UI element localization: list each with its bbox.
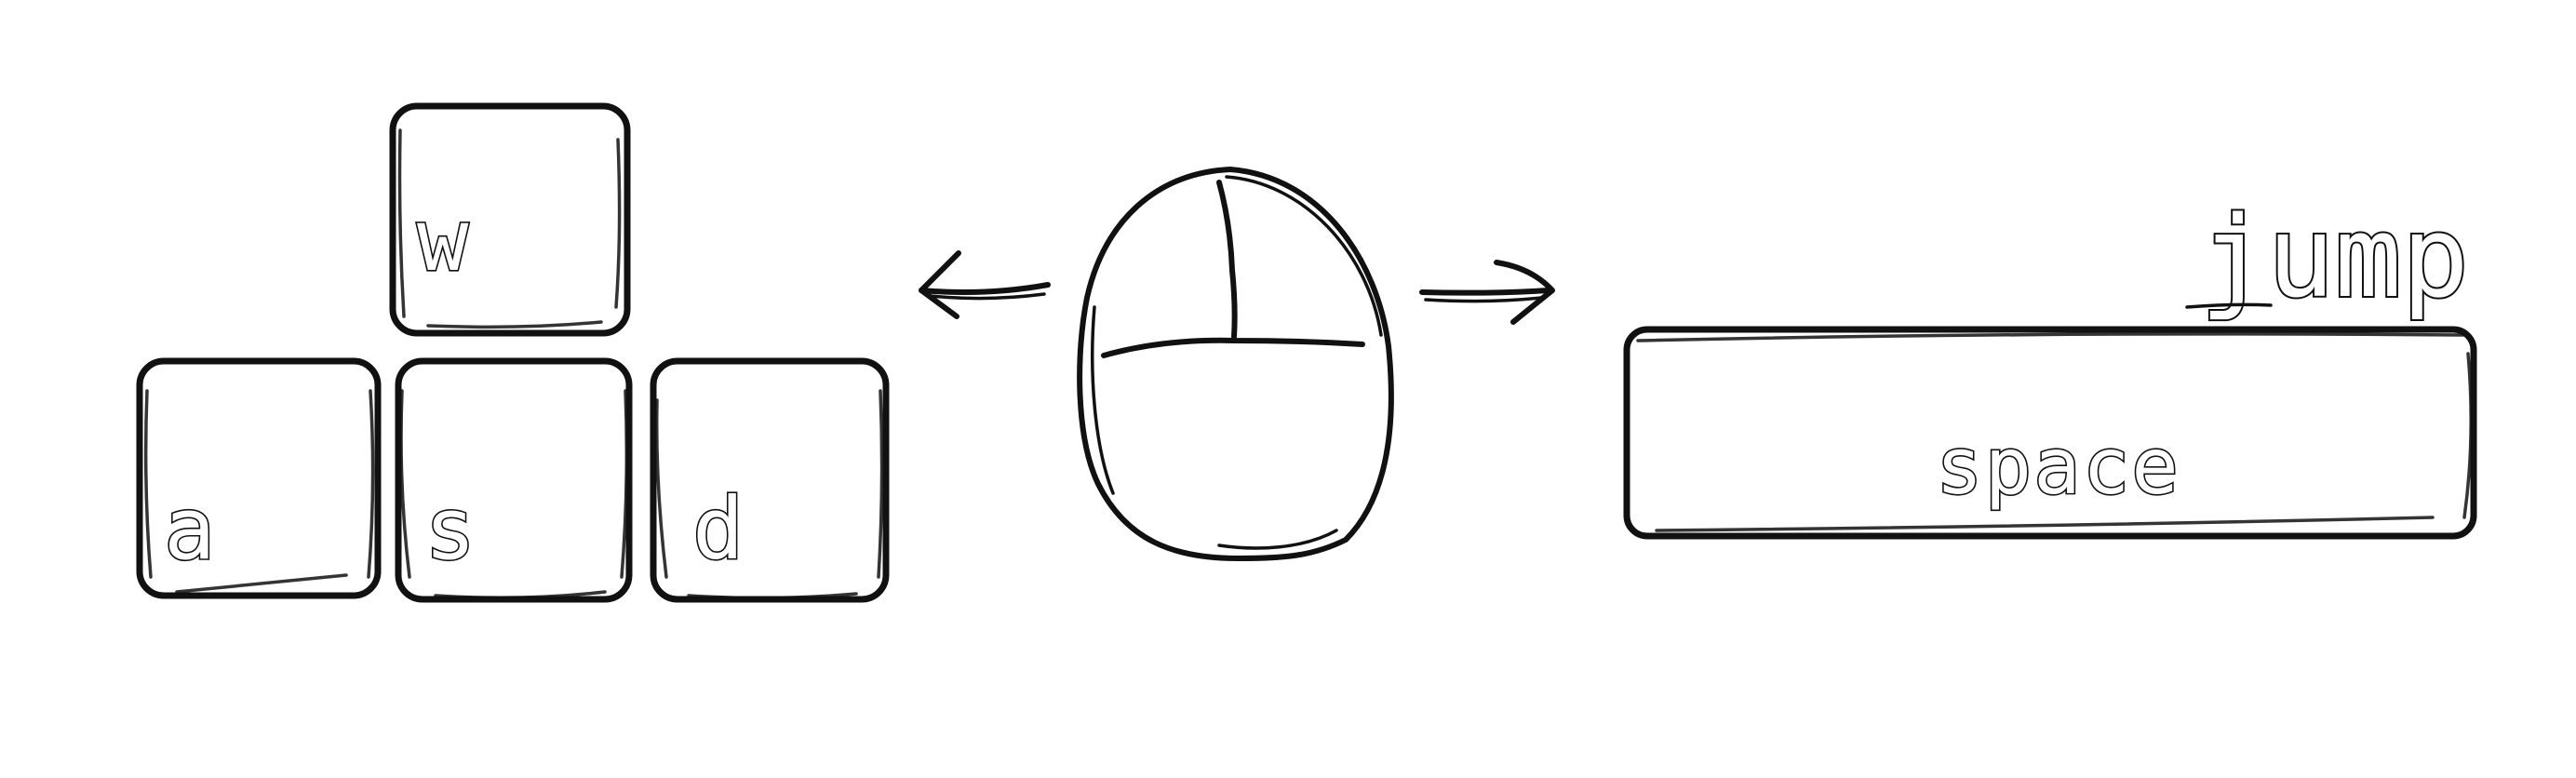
key-w-sketch-line <box>397 128 622 329</box>
jump-label: jump <box>2200 194 2469 323</box>
key-a-sketch-line <box>143 389 375 594</box>
mouse-button-line <box>1101 337 1365 358</box>
jump-annotation: jump <box>2185 192 2471 325</box>
mouse-body-sketch <box>1091 175 1383 550</box>
key-d-outline <box>650 357 890 603</box>
key-s: s <box>395 357 633 603</box>
key-d-sketch-line <box>654 389 884 600</box>
key-s-outline <box>395 357 633 603</box>
arrow-right-icon <box>1419 260 1555 325</box>
key-space-label: space <box>1936 421 2180 512</box>
key-d: d <box>650 357 890 603</box>
key-space: space <box>1623 326 2477 540</box>
key-space-outline <box>1623 326 2477 540</box>
jump-underline <box>2185 302 2273 309</box>
key-w: w <box>389 102 631 337</box>
key-a-outline <box>136 357 382 599</box>
key-w-label: w <box>417 191 469 290</box>
key-a-label: a <box>164 479 215 579</box>
mouse-icon <box>1077 167 1394 561</box>
key-space-sketch-line <box>1636 332 2473 532</box>
mouse-button-divider <box>1216 180 1238 340</box>
arrow-left-icon <box>919 250 1051 319</box>
key-a: a <box>136 357 382 599</box>
key-w-outline <box>389 102 631 337</box>
mouse-body-outline <box>1077 167 1394 561</box>
key-s-sketch-line <box>399 389 629 599</box>
key-s-label: s <box>424 479 476 579</box>
key-d-label: d <box>692 479 744 579</box>
